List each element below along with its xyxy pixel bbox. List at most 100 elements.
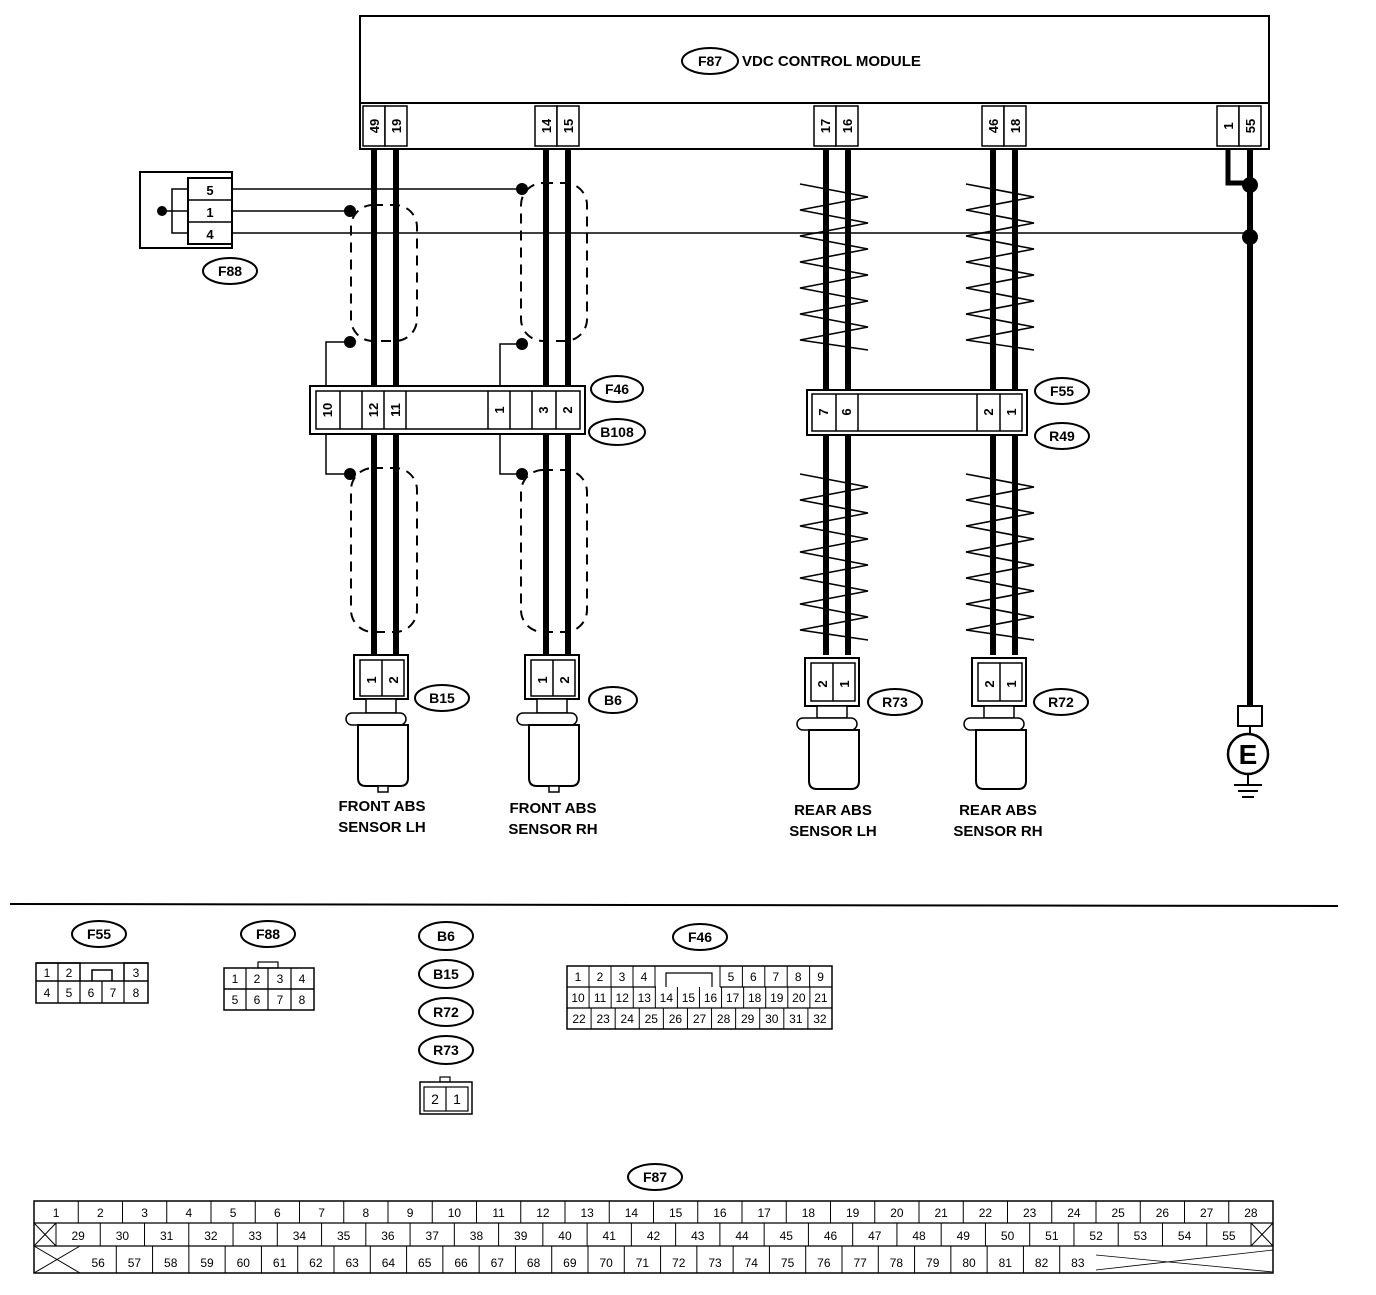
legend-cell: 58 [164,1256,178,1270]
f55-tag: F55 [1050,383,1074,399]
legend-cell: 12 [536,1206,550,1220]
legend-cell: 82 [1035,1256,1049,1270]
legend-f88-cell: 1 [232,972,239,986]
legend-cell: 49 [957,1229,971,1243]
legend-f88: F88 1 2 3 4 5 6 7 8 [223,920,315,1011]
module-pin: 55 [1243,119,1258,133]
legend-cell: 16 [704,991,718,1005]
legend-f46-cell: 8 [795,970,802,984]
r49-pin: 6 [839,408,854,415]
legend-cell: 35 [337,1229,351,1243]
legend-cell: 8 [363,1206,370,1220]
legend-cell: 63 [345,1256,359,1270]
legend-f55-cell: 8 [133,986,140,1000]
legend-f46-cell: 1 [575,970,582,984]
ground-symbol: E [1239,739,1258,770]
legend-cell: 78 [890,1256,904,1270]
legend-cell: 46 [824,1229,838,1243]
b15-pin: 1 [364,676,379,683]
legend-cell: 72 [672,1256,686,1270]
legend-cell: 77 [853,1256,867,1270]
legend-cell: 12 [616,991,630,1005]
legend-cell: 75 [781,1256,795,1270]
legend-cell: 44 [735,1229,749,1243]
legend-f55-cell: 1 [44,966,51,980]
legend-cell: 13 [580,1206,594,1220]
front-lh-label-1: FRONT ABS [339,798,426,815]
legend-cell: 34 [293,1229,307,1243]
legend-cell: 42 [647,1229,661,1243]
legend-cell: 5 [230,1206,237,1220]
module-label: VDC CONTROL MODULE [742,53,921,70]
legend-f55-cell: 6 [88,986,95,1000]
legend-tag: R72 [433,1004,459,1020]
rear-lh-sensor: 2 1 R73 REAR ABS SENSOR LH [789,657,923,840]
legend-f55-cell: 5 [66,986,73,1000]
ground-wiring [1225,149,1270,798]
legend-cell: 32 [813,1012,827,1026]
b15-tag: B15 [429,690,455,706]
b108-connector: 10 12 11 1 3 2 F46 B108 [309,375,646,446]
legend-cell: 25 [645,1012,659,1026]
legend-cell: 18 [748,991,762,1005]
legend-cell: 71 [636,1256,650,1270]
legend-f88-cell: 5 [232,993,239,1007]
legend-cell: 30 [765,1012,779,1026]
legend-cell: 24 [1067,1206,1081,1220]
legend-cell: 60 [237,1256,251,1270]
legend-group-cell: 1 [453,1091,461,1107]
legend-cell: 15 [682,991,696,1005]
legend-cell: 21 [814,991,828,1005]
b108-pin: 1 [492,406,507,413]
legend-cell: 73 [708,1256,722,1270]
legend-cell: 62 [309,1256,323,1270]
legend-f55-tag: F55 [87,926,111,942]
rear-rh-sensor: 2 1 R72 REAR ABS SENSOR RH [953,657,1089,840]
f46-tag: F46 [605,381,629,397]
legend-cell: 28 [1244,1206,1258,1220]
legend-f55-cell: 3 [133,966,140,980]
legend-cell: 14 [625,1206,639,1220]
f88-pin: 5 [206,183,213,198]
legend-cell: 61 [273,1256,287,1270]
legend-cell: 33 [248,1229,262,1243]
r49-pin: 2 [981,408,996,415]
section-divider [9,903,1339,907]
rear-lh-label-2: SENSOR LH [789,823,877,840]
f88-pin: 1 [206,205,213,220]
legend-cell: 54 [1178,1229,1192,1243]
legend-cell: 4 [186,1206,193,1220]
legend-cell: 11 [594,991,607,1005]
legend-cell: 18 [802,1206,816,1220]
legend-cell: 23 [1023,1206,1037,1220]
legend-f88-cell: 6 [254,993,261,1007]
legend-cell: 29 [71,1229,85,1243]
legend-cell: 10 [448,1206,462,1220]
legend-f46-cell: 4 [641,970,648,984]
vdc-control-module: F87 VDC CONTROL MODULE 49 19 14 15 17 16… [359,15,1270,150]
legend-f88-tag: F88 [256,926,280,942]
r73-tag: R73 [882,694,908,710]
legend-cell: 20 [890,1206,904,1220]
f88-tag: F88 [218,263,242,279]
r49-connector: 7 6 2 1 F55 R49 [806,377,1090,450]
legend-f88-cell: 2 [254,972,261,986]
legend-cell: 80 [962,1256,976,1270]
module-pin: 46 [986,119,1001,133]
legend-cell: 68 [527,1256,541,1270]
f88-pin: 4 [206,227,214,242]
legend-cell: 9 [407,1206,414,1220]
legend-cell: 24 [621,1012,635,1026]
legend-f88-cell: 3 [277,972,284,986]
module-pin: 14 [539,118,554,133]
legend-f55-cell: 2 [66,966,73,980]
legend-cell: 74 [745,1256,759,1270]
legend-f88-cell: 8 [299,993,306,1007]
b108-tag: B108 [600,424,634,440]
b6-pin: 2 [557,676,572,683]
legend-cell: 26 [669,1012,683,1026]
legend-cell: 41 [603,1229,617,1243]
legend-cell: 52 [1089,1229,1103,1243]
legend-cell: 20 [792,991,806,1005]
r72-pin: 2 [982,680,997,687]
